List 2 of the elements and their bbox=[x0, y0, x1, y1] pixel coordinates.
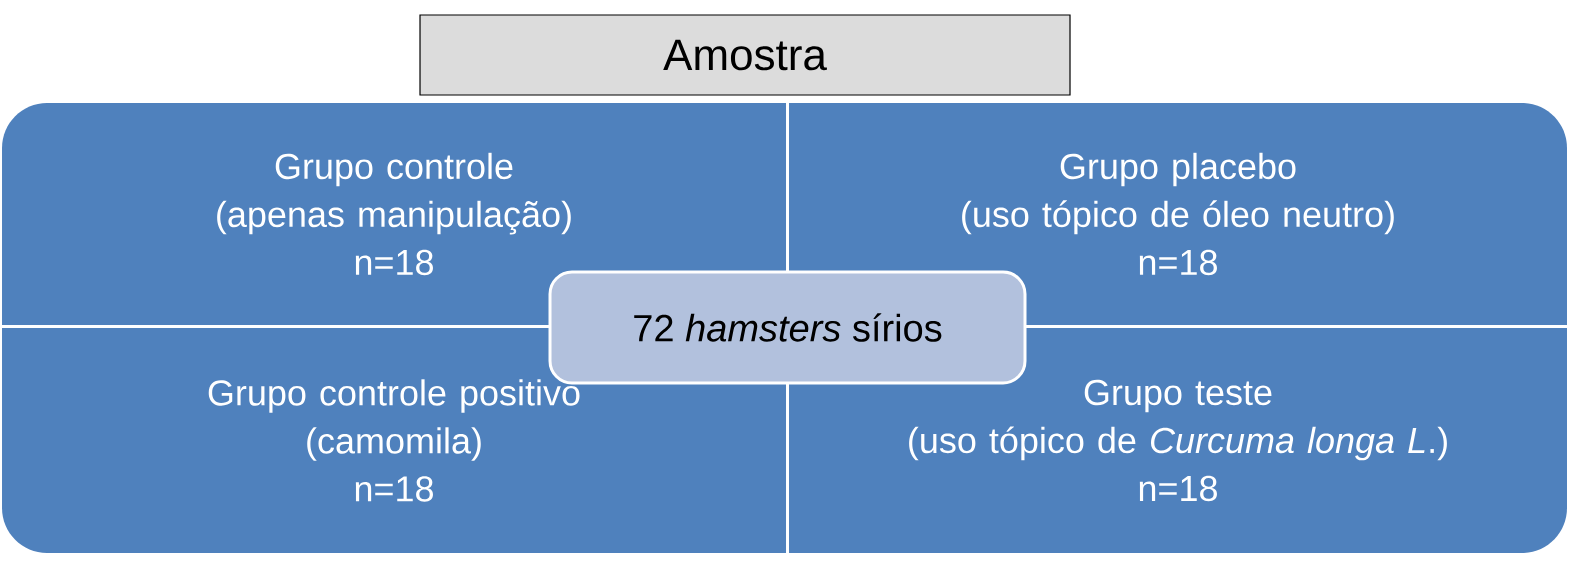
title-box: Amostra bbox=[419, 14, 1071, 96]
center-box: 72 hamsters sírios bbox=[548, 270, 1027, 385]
